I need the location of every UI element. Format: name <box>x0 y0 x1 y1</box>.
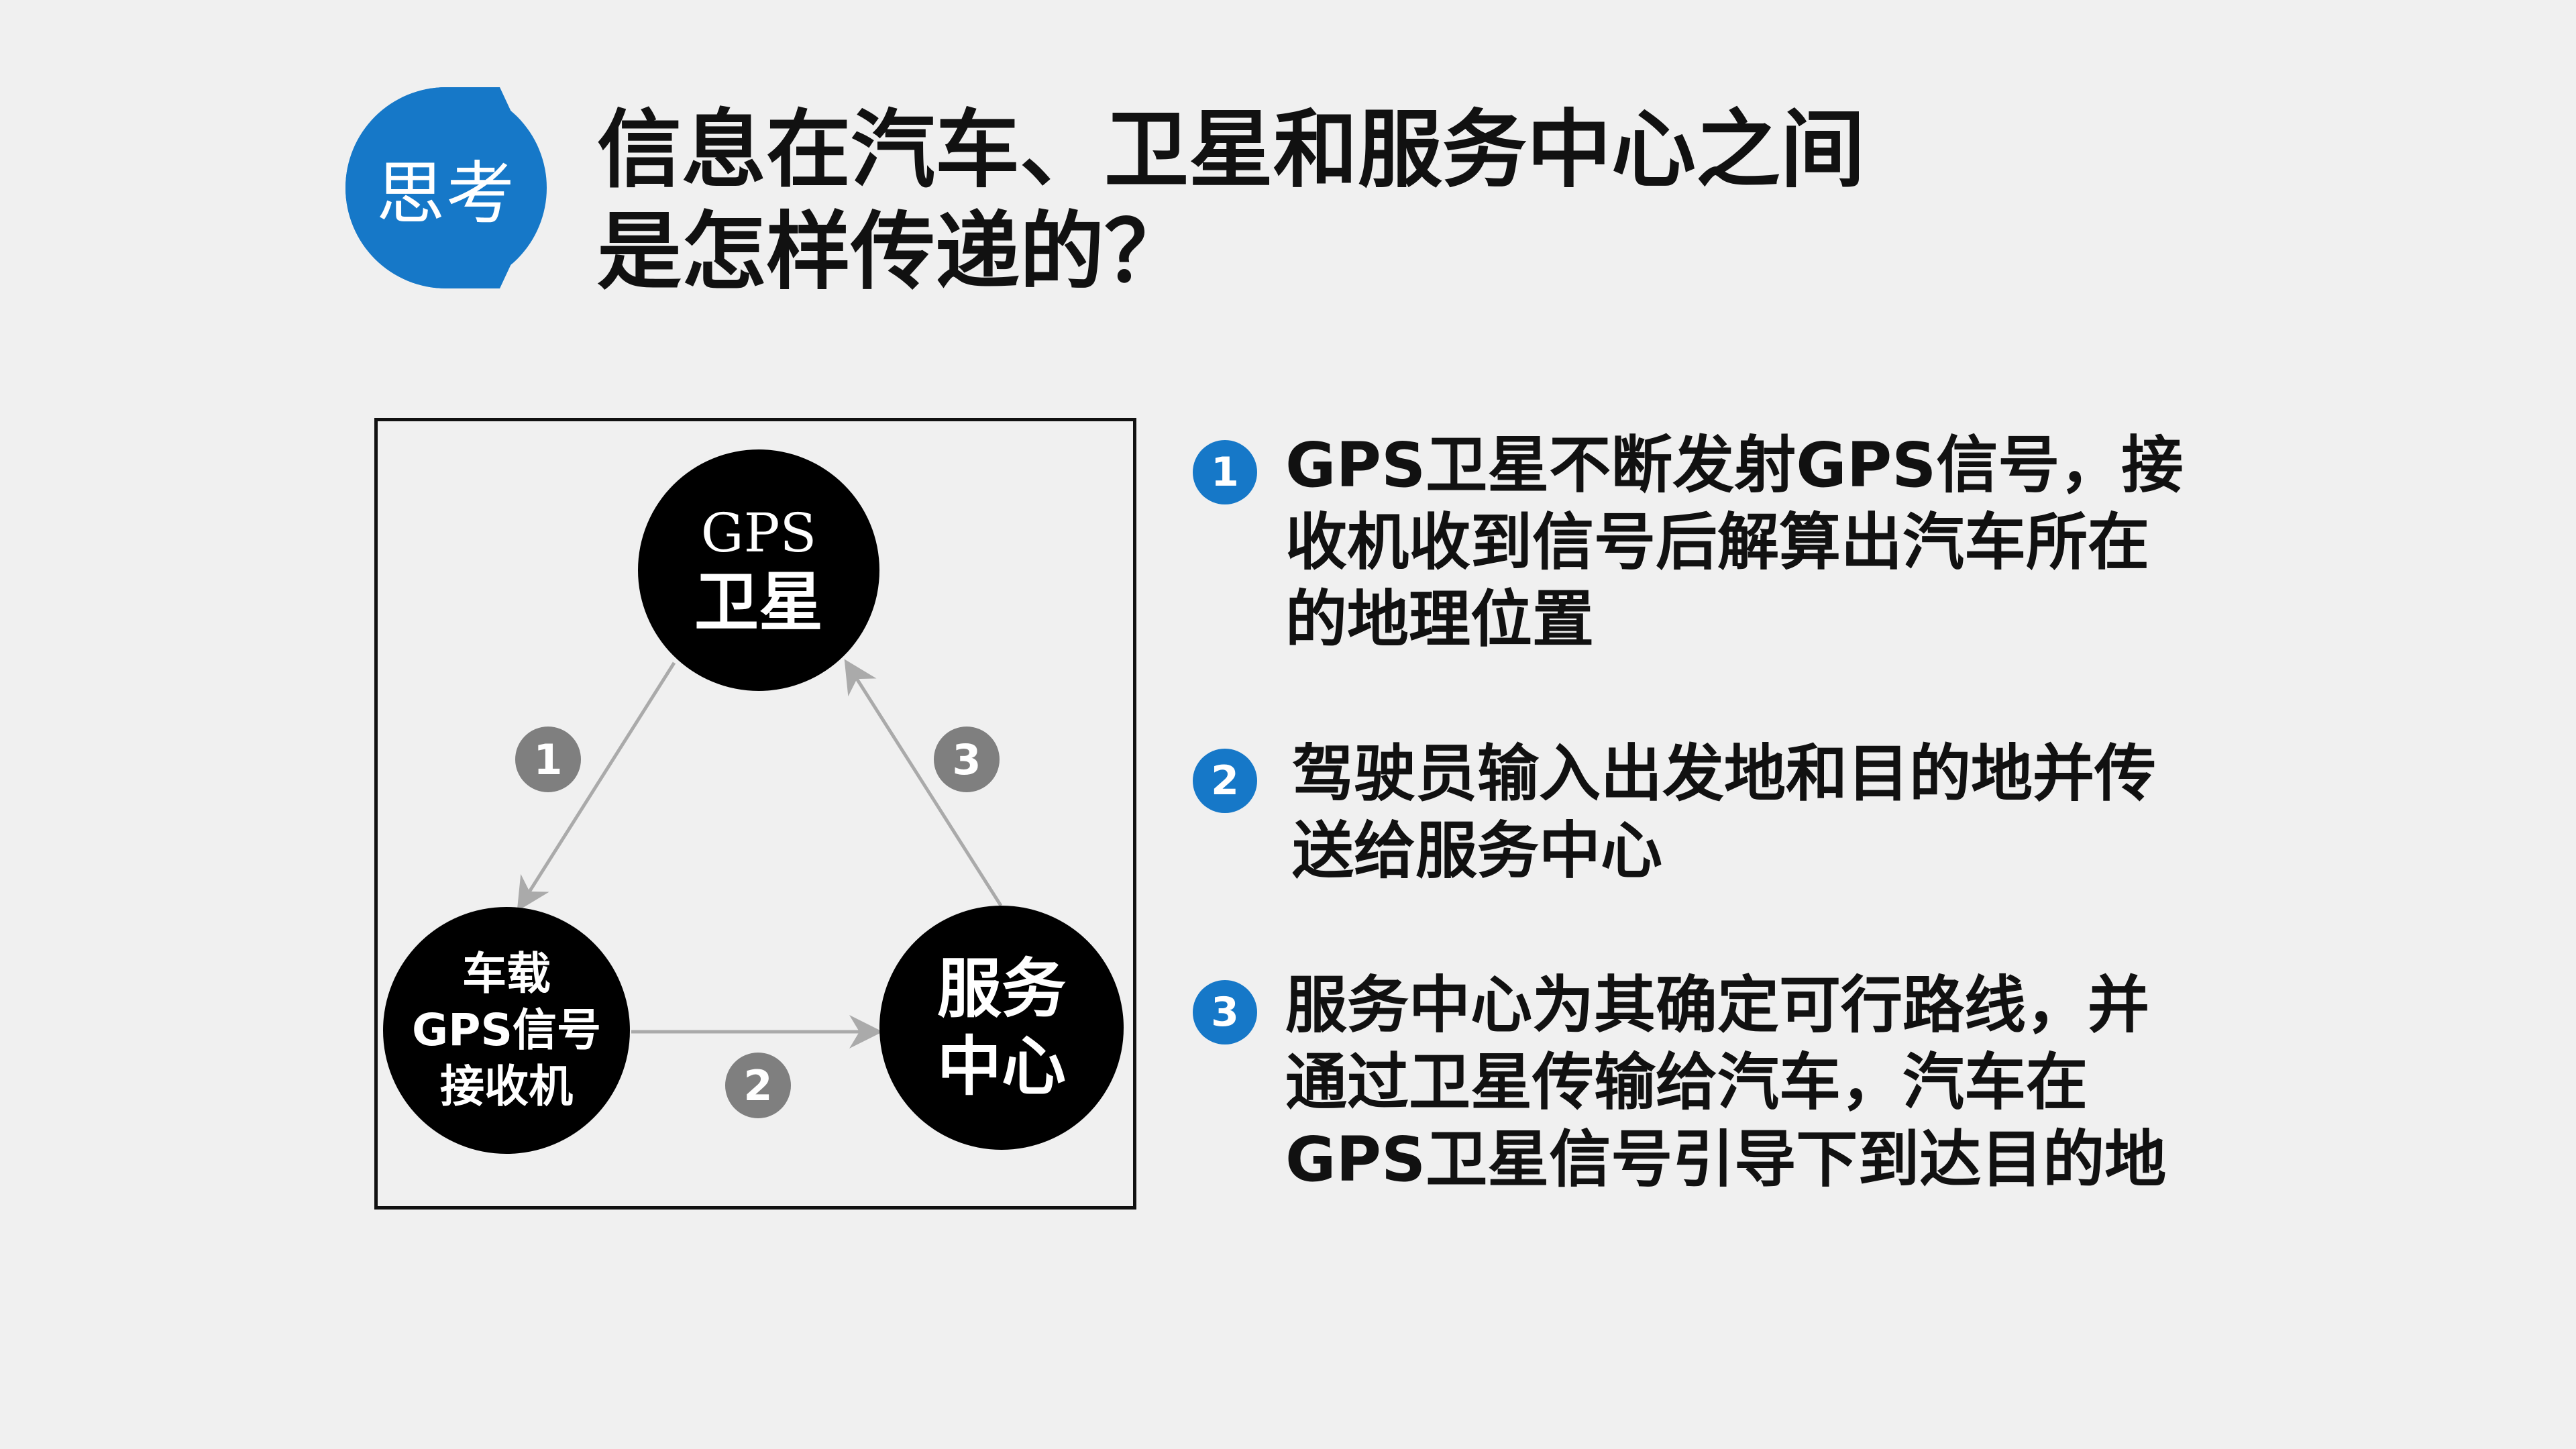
teardrop-badge-shape <box>345 87 547 288</box>
page-title-line: 信息在汽车、卫星和服务中心之间 <box>597 101 1865 199</box>
node-label: GPS信号 <box>411 1004 602 1056</box>
node-label: 卫星 <box>694 565 823 640</box>
diagram-frame: GPS 卫星 车载 GPS信号 接收机 服务 中心 1 2 3 <box>374 418 1136 1210</box>
node-car-receiver: 车载 GPS信号 接收机 <box>383 907 630 1154</box>
diagram-step-marker-1: 1 <box>515 727 581 792</box>
step-text-line: 服务中心为其确定可行路线，并 <box>1285 969 2150 1041</box>
page-title: 信息在汽车、卫星和服务中心之间 是怎样传递的？ <box>597 99 2140 303</box>
node-service-center: 服务 中心 <box>879 906 1124 1150</box>
step-text-line: 收机收到信号后解算出汽车所在 <box>1285 506 2150 578</box>
step-item-1: 1 GPS卫星不断发射GPS信号，接 收机收到信号后解算出汽车所在 的地理位置 <box>1193 427 2285 658</box>
step-text-line: 送给服务中心 <box>1292 815 1663 887</box>
step-text: GPS卫星不断发射GPS信号，接 收机收到信号后解算出汽车所在 的地理位置 <box>1285 427 2285 658</box>
page-title-line: 是怎样传递的？ <box>597 203 1189 301</box>
node-label: GPS <box>700 502 817 564</box>
step-text: 服务中心为其确定可行路线，并 通过卫星传输给汽车，汽车在 GPS卫星信号引导下到… <box>1285 967 2285 1198</box>
think-badge: 思考 <box>345 87 547 288</box>
node-label: 中心 <box>937 1029 1066 1104</box>
step-text-line: 通过卫星传输给汽车，汽车在 <box>1285 1046 2088 1118</box>
think-badge-label: 思考 <box>376 154 516 234</box>
step-text: 驾驶员输入出发地和目的地并传 送给服务中心 <box>1292 735 2292 890</box>
step-text-line: GPS卫星不断发射GPS信号，接 <box>1285 429 2184 501</box>
step-text-line: GPS卫星信号引导下到达目的地 <box>1285 1124 2167 1195</box>
node-label: 接收机 <box>440 1061 573 1112</box>
diagram-links <box>517 659 1003 1049</box>
arrow-center-to-gps <box>844 659 1003 907</box>
node-gps-satellite: GPS 卫星 <box>638 449 879 691</box>
step-text-line: 的地理位置 <box>1285 584 1595 655</box>
step-number-badge: 2 <box>1193 749 1257 813</box>
node-label: 车载 <box>462 948 551 1000</box>
step-item-2: 2 驾驶员输入出发地和目的地并传 送给服务中心 <box>1193 735 2292 890</box>
step-number-badge: 3 <box>1193 980 1257 1044</box>
diagram-step-marker-2: 2 <box>725 1053 791 1118</box>
step-number-badge: 1 <box>1193 440 1257 504</box>
step-text-line: 驾驶员输入出发地和目的地并传 <box>1292 738 2157 810</box>
node-label: 服务 <box>937 951 1066 1026</box>
step-item-3: 3 服务中心为其确定可行路线，并 通过卫星传输给汽车，汽车在 GPS卫星信号引导… <box>1193 967 2285 1198</box>
diagram-step-marker-3: 3 <box>934 727 1000 792</box>
arrow-gps-to-receiver <box>517 661 676 912</box>
